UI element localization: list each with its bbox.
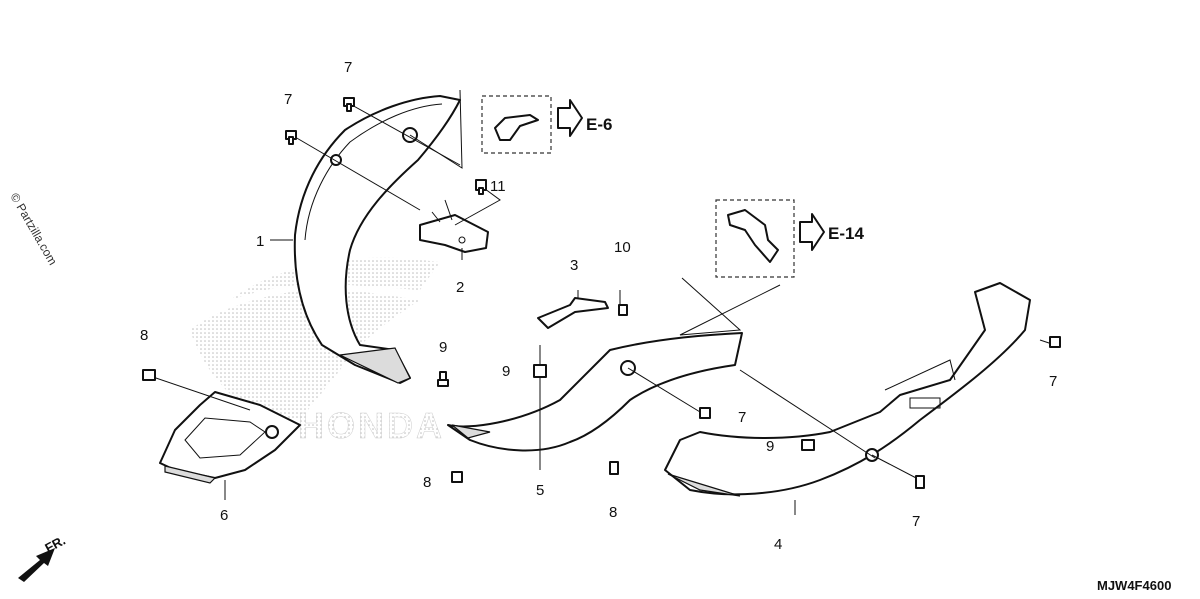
callout-8-bottom-left[interactable]: 8 — [423, 474, 431, 491]
part-2-bracket[interactable] — [419, 199, 489, 253]
callout-10[interactable]: 10 — [614, 239, 631, 256]
callout-4[interactable]: 4 — [774, 536, 782, 553]
callout-3[interactable]: 3 — [570, 257, 578, 274]
callout-9-center[interactable]: 9 — [502, 363, 510, 380]
screw-10[interactable] — [618, 304, 628, 316]
callout-9-left[interactable]: 9 — [439, 339, 447, 356]
callout-5[interactable]: 5 — [536, 482, 544, 499]
callout-2[interactable]: 2 — [456, 279, 464, 296]
part-3-bracket[interactable] — [537, 297, 609, 329]
front-direction-arrow: FR. — [18, 533, 68, 582]
callout-8-bottom[interactable]: 8 — [609, 504, 617, 521]
part-5-lower-cowl[interactable] — [447, 332, 743, 452]
screw-11[interactable] — [475, 179, 487, 195]
part-6-grille[interactable] — [159, 391, 301, 484]
clip-9-center[interactable] — [533, 364, 547, 378]
screw-8-bottom-left[interactable] — [451, 471, 463, 483]
screw-7-top[interactable] — [343, 97, 355, 112]
drawing-code: MJW4F4600 — [1097, 578, 1171, 593]
ref-box-e6[interactable]: E-6 — [481, 95, 612, 154]
callout-11[interactable]: 11 — [490, 178, 506, 195]
screw-7-far-right[interactable] — [1049, 336, 1061, 348]
honda-watermark-text: HONDA — [298, 405, 445, 446]
leader-lines — [149, 89, 1056, 515]
callout-7-bottom-right[interactable]: 7 — [912, 513, 920, 530]
callout-6[interactable]: 6 — [220, 507, 228, 524]
fasteners — [142, 97, 1061, 489]
part-1-front-cowl[interactable] — [293, 95, 461, 384]
screw-7-center[interactable] — [699, 407, 711, 419]
screw-7-bottom-right[interactable] — [915, 475, 925, 489]
copyright-watermark: © Partzilla.com — [7, 191, 60, 268]
callouts: 1 2 3 4 5 6 7 7 7 7 7 8 8 8 9 9 9 10 11 — [140, 59, 1057, 553]
ref-e6-label: E-6 — [586, 115, 612, 134]
callout-9-right[interactable]: 9 — [766, 438, 774, 455]
callout-7-left[interactable]: 7 — [284, 91, 292, 108]
callout-7-top[interactable]: 7 — [344, 59, 352, 76]
callout-8-left[interactable]: 8 — [140, 327, 148, 344]
ref-e14-label: E-14 — [828, 224, 864, 243]
callout-7-center[interactable]: 7 — [738, 409, 746, 426]
callout-7-far-right[interactable]: 7 — [1049, 373, 1057, 390]
clip-9-right[interactable] — [801, 439, 815, 451]
callout-1[interactable]: 1 — [256, 233, 264, 250]
screw-8-left[interactable] — [142, 369, 156, 381]
screw-8-bottom[interactable] — [609, 461, 619, 475]
screw-7-left[interactable] — [285, 130, 297, 145]
screw-9-left[interactable] — [437, 371, 449, 387]
ref-box-e14[interactable]: E-14 — [715, 199, 864, 278]
